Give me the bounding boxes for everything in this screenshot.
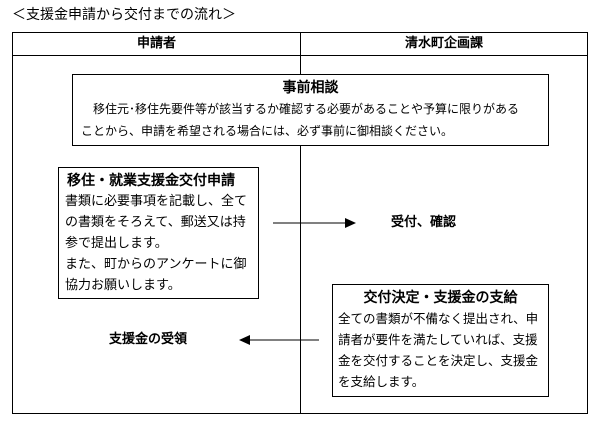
pre-consultation-text-line: 移住元･移住先要件等が該当するか確認する必要があることや予算に限りがある [93,102,520,116]
column-header-applicant: 申請者 [136,36,176,51]
grant-decision-text-line: 請者が要件を満たしていれば、支援 [338,332,538,347]
grant-receipt-label: 支援金の受領 [109,332,188,347]
pre-consultation-title: 事前相談 [282,80,339,96]
grant-decision-text-line: を支給します。 [338,374,425,389]
application-title: 移住・就業支援金交付申請 [67,173,235,189]
flow-diagram-frame: 申請者 清水町企画課 事前相談 移住元･移住先要件等が該当するか確認する必要があ… [12,32,588,414]
application-text-line: また、町からのアンケートに御 [65,257,247,272]
grant-decision-text-line: 金を交付することを決定し、支援金 [338,353,539,368]
grant-decision-box: 交付決定・支援金の支給 全ての書類が不備なく提出され、申 請者が要件を満たしてい… [332,284,549,397]
arrow-to-receipt-head [239,335,250,345]
reception-check-label: 受付、確認 [391,215,457,230]
application-box: 移住・就業支援金交付申請 書類に必要事項を記載し、全て の書類をそろえて、郵送又… [58,167,259,299]
page-title: ＜支援金申請から交付までの流れ＞ [12,7,236,23]
grant-decision-text-line: 全ての書類が不備なく提出され、申 [338,311,539,326]
grant-decision-title: 交付決定・支援金の支給 [363,290,518,306]
arrow-to-reception-head [345,218,356,228]
application-text-line: 書類に必要事項を記載し、全て [65,194,248,209]
application-text-line: 協力お願いします。 [65,278,181,293]
column-header-town-office: 清水町企画課 [404,36,483,51]
pre-consultation-text-line: ことから、申請を希望される場合には、必ず事前に御相談ください。 [81,124,454,138]
application-text-line: 参で提出します。 [65,236,168,251]
pre-consultation-box: 事前相談 移住元･移住先要件等が該当するか確認する必要があることや予算に限りがあ… [72,74,549,146]
application-text-line: の書類をそろえて、郵送又は持 [65,215,246,230]
